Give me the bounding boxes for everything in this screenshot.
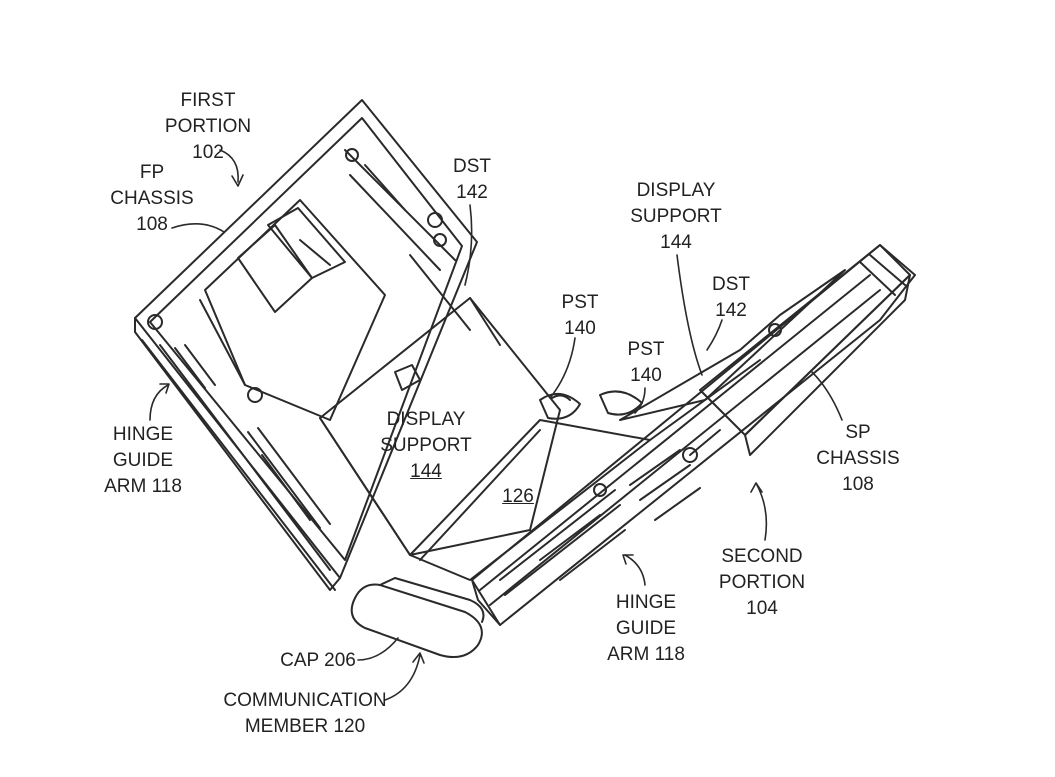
label-hinge-left-line2: GUIDE <box>112 450 174 471</box>
label-ref-126: 126 <box>502 484 534 510</box>
label-hinge-bottom-line1: HINGE <box>615 592 677 613</box>
label-dst-left: DST 142 <box>453 154 491 206</box>
label-display-support-top-line1: DISPLAY <box>636 180 716 201</box>
label-second-portion: SECOND PORTION 104 <box>719 544 805 622</box>
cap-cylinder <box>350 577 485 658</box>
label-second-portion-line1: SECOND <box>721 546 803 567</box>
label-first-portion-line1: FIRST <box>180 90 236 111</box>
label-pst-left: PST 140 <box>562 290 599 342</box>
label-display-support-center-line2: SUPPORT <box>380 435 472 456</box>
label-first-portion-line2: PORTION <box>164 116 252 137</box>
label-first-portion: FIRST PORTION 102 <box>165 88 251 166</box>
label-pst-right: PST 140 <box>628 337 665 389</box>
label-dst-left-line2: 142 <box>456 182 488 203</box>
label-cap: CAP 206 <box>280 648 356 674</box>
label-cap-text: CAP 206 <box>280 650 356 671</box>
label-second-portion-line3: 104 <box>746 598 778 619</box>
label-pst-right-line2: 140 <box>630 365 662 386</box>
label-second-portion-line2: PORTION <box>718 572 806 593</box>
label-display-support-top-line3: 144 <box>660 232 692 253</box>
label-communication-member: COMMUNICATION MEMBER 120 <box>223 688 386 740</box>
second-portion-panel <box>471 244 916 626</box>
label-display-support-top-line2: SUPPORT <box>630 206 722 227</box>
label-dst-right-line2: 142 <box>715 300 747 321</box>
label-dst-right-line1: DST <box>712 274 750 295</box>
label-communication-member-line1: COMMUNICATION <box>223 690 387 711</box>
first-portion-panel <box>134 99 478 591</box>
label-display-support-center: DISPLAY SUPPORT 144 <box>380 407 472 485</box>
label-display-support-center-line1: DISPLAY <box>386 409 466 430</box>
label-dst-right: DST 142 <box>712 272 750 324</box>
label-sp-chassis-line1: SP <box>845 422 871 443</box>
label-fp-chassis-line2: CHASSIS <box>110 188 194 209</box>
label-hinge-guide-arm-bottom: HINGE GUIDE ARM 118 <box>607 590 685 668</box>
label-hinge-left-line1: HINGE <box>112 424 174 445</box>
label-display-support-center-line3: 144 <box>410 461 442 482</box>
display-support-fold <box>319 297 651 581</box>
label-communication-member-line2: MEMBER 120 <box>244 716 366 737</box>
label-pst-right-line1: PST <box>627 339 665 360</box>
label-sp-chassis: SP CHASSIS 108 <box>816 420 899 498</box>
label-fp-chassis-line3: 108 <box>136 214 168 235</box>
leader-lines <box>149 149 843 701</box>
label-pst-left-line2: 140 <box>564 318 596 339</box>
label-hinge-guide-arm-left: HINGE GUIDE ARM 118 <box>104 422 182 500</box>
label-sp-chassis-line2: CHASSIS <box>816 448 900 469</box>
label-ref-126-text: 126 <box>502 486 534 507</box>
label-dst-left-line1: DST <box>453 156 491 177</box>
label-sp-chassis-line3: 108 <box>842 474 874 495</box>
label-pst-left-line1: PST <box>561 292 599 313</box>
label-hinge-bottom-line2: GUIDE <box>615 618 677 639</box>
label-hinge-left-line3: ARM 118 <box>104 476 182 497</box>
label-first-portion-line3: 102 <box>192 142 224 163</box>
label-hinge-bottom-line3: ARM 118 <box>607 644 685 665</box>
label-fp-chassis-line1: FP <box>139 162 165 183</box>
label-display-support-top: DISPLAY SUPPORT 144 <box>630 178 722 256</box>
label-fp-chassis: FP CHASSIS 108 <box>110 160 193 238</box>
